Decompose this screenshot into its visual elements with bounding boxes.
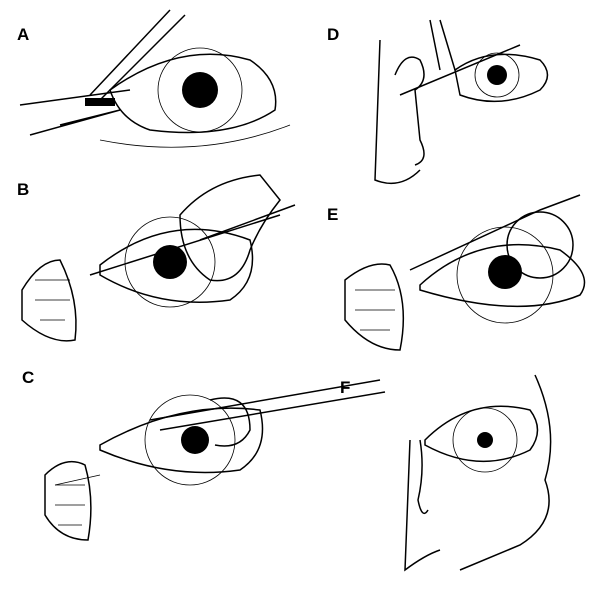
panel-e-drawing — [344, 194, 586, 351]
panel-label-f: F — [340, 378, 351, 397]
panel-a-drawing — [19, 9, 291, 148]
panel-label-d: D — [327, 25, 340, 44]
panel-label-a: A — [17, 25, 30, 44]
panel-label-b: B — [17, 180, 30, 199]
panel-label-e: E — [327, 205, 339, 224]
panel-d-drawing — [374, 19, 549, 185]
panel-b-drawing — [21, 174, 296, 342]
panel-c-drawing — [44, 379, 386, 541]
panel-label-c: C — [22, 368, 35, 387]
panel-f-drawing — [404, 374, 552, 572]
